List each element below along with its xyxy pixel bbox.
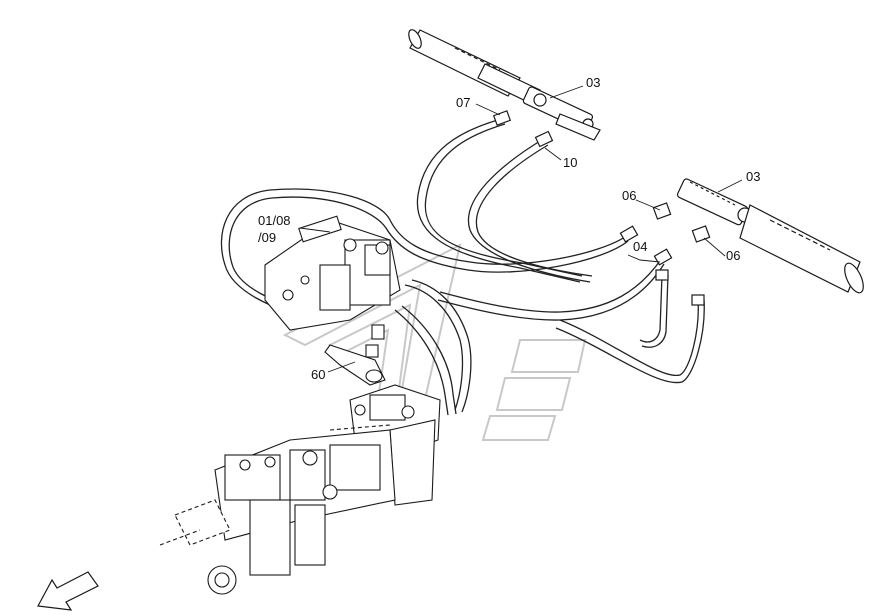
fittings: [492, 110, 711, 306]
valve-block-upper: [264, 215, 401, 358]
valve-stack-lower: [159, 424, 396, 595]
callout-06-lower: 06: [726, 248, 741, 263]
callout-03-top: 03: [586, 75, 601, 90]
callout-06-upper: 06: [622, 188, 637, 203]
callout-60: 60: [311, 367, 326, 382]
cylinder-lower: [676, 178, 864, 294]
bracket-60: [324, 344, 386, 386]
callout-01-08: 01/08: [258, 213, 291, 228]
cylinder-upper: [408, 29, 601, 141]
callout-07: 07: [456, 95, 471, 110]
arrow-down-left-icon: [37, 571, 99, 611]
callout-10: 10: [563, 155, 578, 170]
hose-lines: [220, 117, 705, 416]
callout-03-right: 03: [746, 169, 761, 184]
leader-lines: [299, 85, 743, 373]
callout-04: 04: [633, 239, 648, 254]
callout-09: /09: [258, 230, 277, 245]
